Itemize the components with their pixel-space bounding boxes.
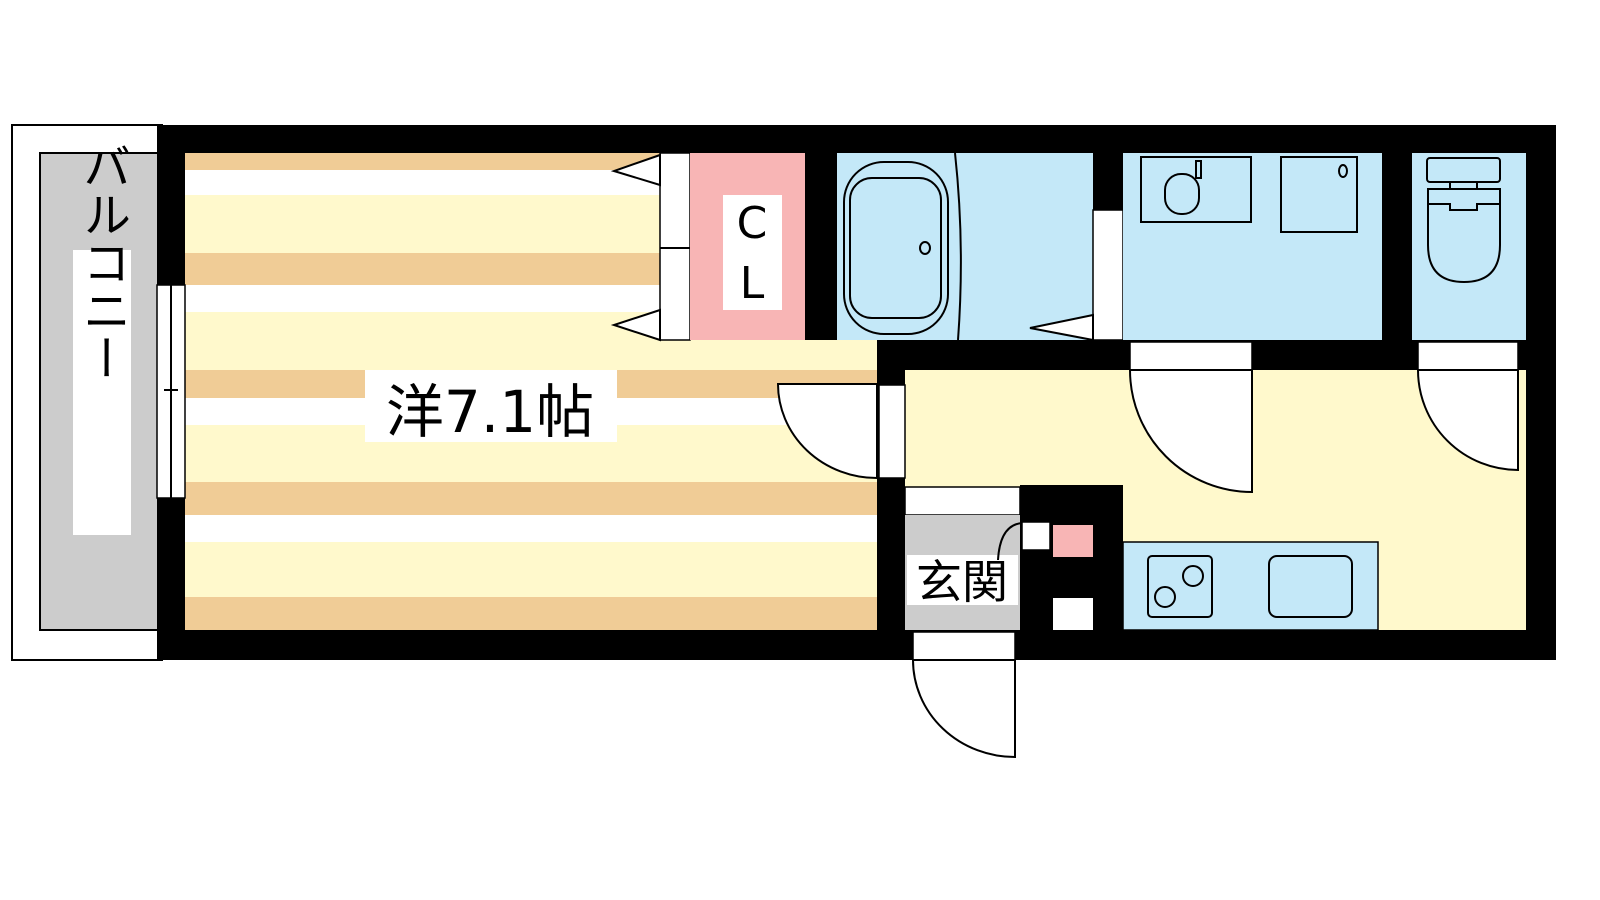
bathroom [837, 152, 1093, 341]
closet-label-c: C [737, 198, 768, 249]
kitchen-counter [1122, 541, 1379, 631]
western-room-floor [185, 153, 877, 630]
closet-doors [610, 152, 691, 342]
front-door[interactable] [911, 631, 1016, 759]
stove-icon [1147, 555, 1213, 618]
washroom-door[interactable] [1128, 341, 1253, 494]
room-label-box [365, 370, 617, 442]
balcony-label: バルコニー [74, 142, 130, 382]
closet-label-l: L [740, 258, 765, 309]
entrance [904, 485, 1123, 630]
balcony [11, 124, 163, 661]
western-room-label: 洋7.1帖 [386, 378, 594, 446]
entrance-label: 玄関 [916, 555, 1008, 609]
toilet-door[interactable] [1416, 341, 1519, 472]
bathroom-door[interactable] [1029, 209, 1124, 342]
room-door[interactable] [776, 383, 906, 480]
washbasin-icon [1140, 156, 1252, 223]
toilet-icon [1426, 157, 1501, 284]
closet-label-box [723, 195, 782, 310]
toilet-room [1412, 153, 1526, 340]
washing-machine-icon [1280, 156, 1358, 233]
sink-icon [1268, 555, 1353, 618]
balcony-window [156, 284, 186, 499]
washroom [1123, 153, 1382, 340]
shoe-box [1053, 525, 1093, 557]
